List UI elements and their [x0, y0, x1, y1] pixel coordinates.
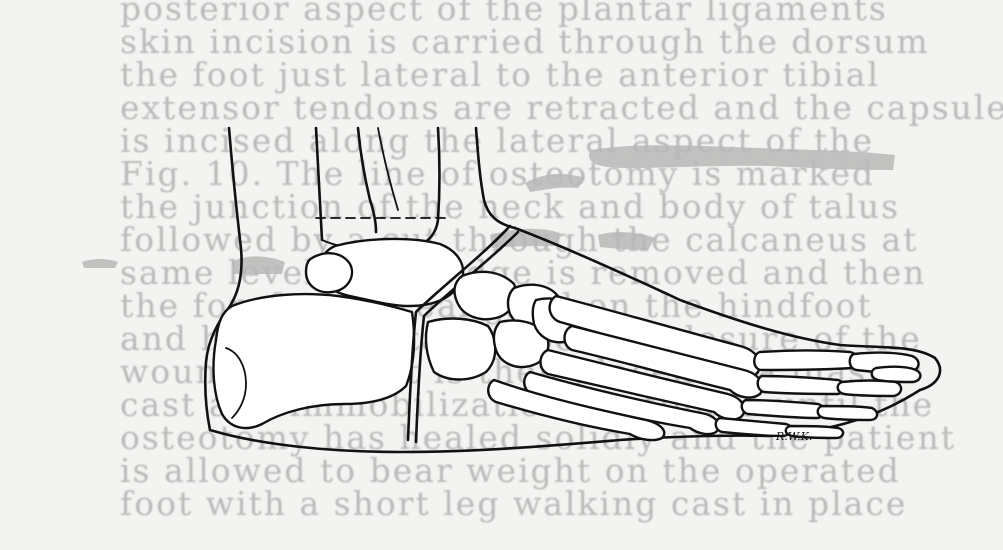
cuboid-bone [426, 319, 495, 380]
phalanx-bone [872, 367, 921, 382]
tibia-posterior-line [316, 128, 322, 240]
smudge-mark [598, 232, 655, 250]
calcaneus-bone [214, 294, 414, 428]
smudge-mark [589, 145, 895, 170]
artist-signature: R.W.K. [775, 430, 812, 443]
navicular-bone [455, 272, 516, 319]
tibia-anterior-line [418, 128, 440, 246]
fibula-line [358, 128, 376, 232]
phalanx-bone [818, 406, 877, 420]
fibula-tip-bone [306, 253, 352, 292]
fibula-line [378, 128, 398, 210]
phalanx-bone [742, 400, 824, 418]
smudge-mark [82, 259, 118, 268]
phalanx-bone [754, 351, 858, 371]
phalanx-bone [838, 381, 901, 397]
phalanx-bone [758, 376, 844, 394]
leg-anterior-outline [476, 128, 515, 228]
smudge-mark [525, 174, 585, 192]
